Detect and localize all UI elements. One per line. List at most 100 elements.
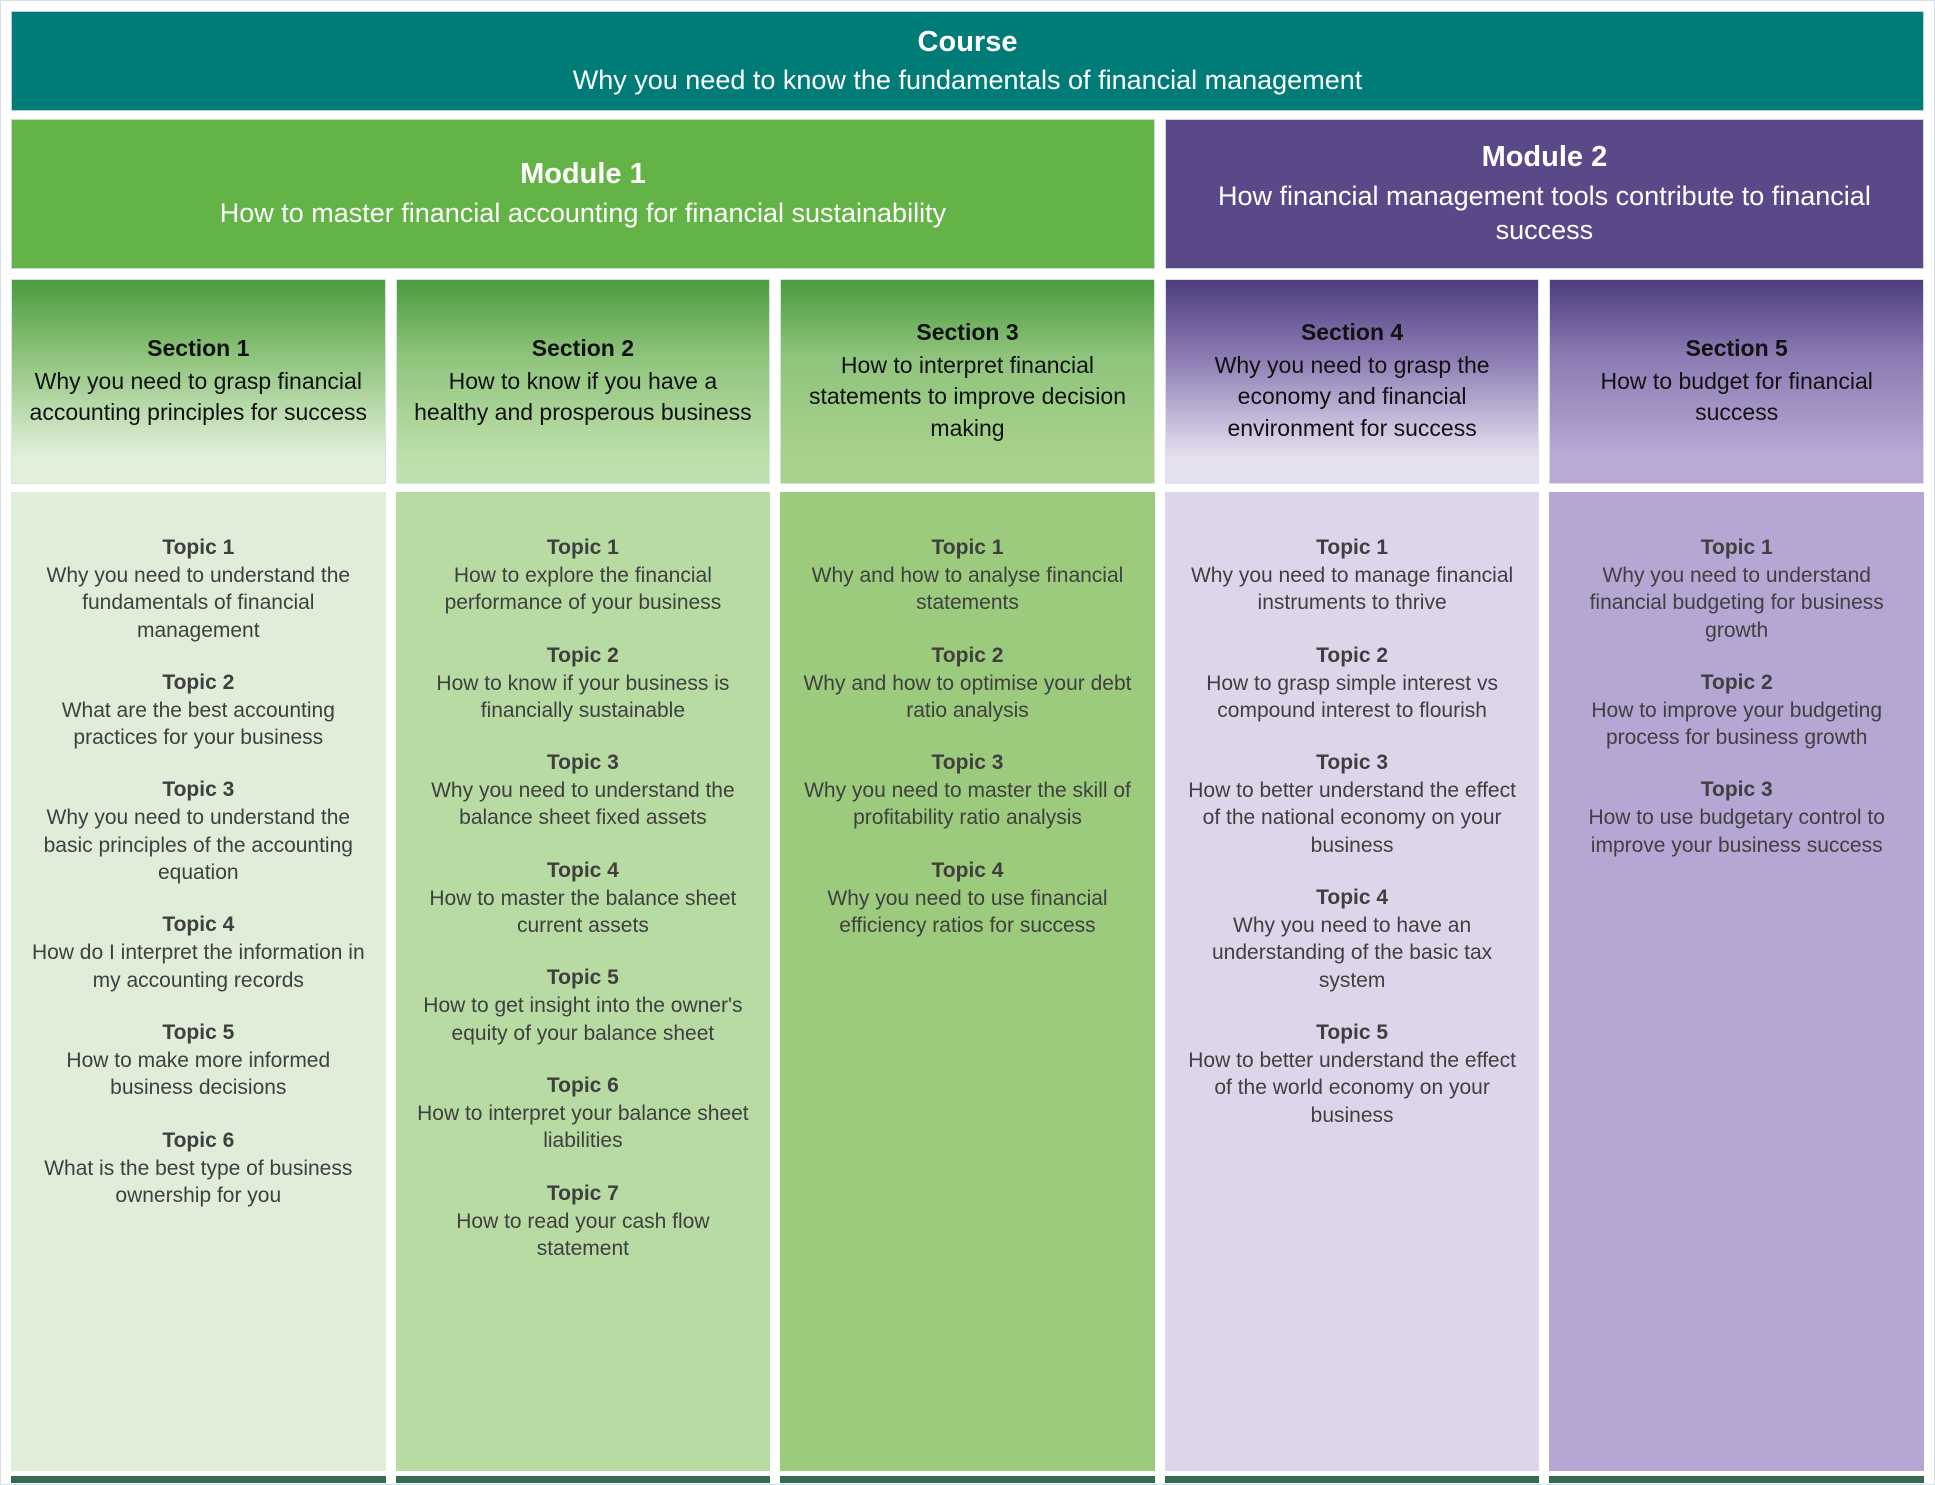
- topic-label: Topic 3: [931, 751, 1004, 775]
- section-4-header: Section 4 Why you need to grasp the econ…: [1164, 279, 1540, 484]
- topic-label: Topic 2: [546, 643, 619, 667]
- topic-label: Topic 1: [162, 536, 235, 559]
- topic-title: How to interpret your balance sheet liab…: [417, 1101, 749, 1153]
- section-2-header: Section 2 How to know if you have a heal…: [395, 279, 771, 484]
- course-label: Course: [917, 26, 1018, 58]
- topic-label: Topic 1: [931, 536, 1004, 559]
- topic-label: Topic 4: [546, 858, 619, 882]
- topic: Topic 4 How do I interpret the informati…: [29, 913, 368, 994]
- topic: Topic 3 Why you need to understand the b…: [414, 751, 753, 832]
- cutoff-box: [780, 1476, 1155, 1483]
- section-4-topics-column: Topic 1 Why you need to manage financial…: [1164, 492, 1540, 1471]
- cutoff-box: [11, 1476, 386, 1483]
- topic-label: Topic 5: [162, 1020, 235, 1044]
- module-2-label: Module 2: [1481, 140, 1608, 173]
- topic-label: Topic 3: [546, 751, 619, 775]
- topic: Topic 3 Why you need to understand the b…: [29, 778, 368, 886]
- topic: Topic 1 Why you need to understand the f…: [29, 536, 368, 644]
- section-2-title: How to know if you have a healthy and pr…: [414, 367, 752, 425]
- section-3-title: How to interpret financial statements to…: [808, 352, 1127, 441]
- topic-title: How do I interpret the information in my…: [31, 941, 365, 992]
- section-4-label: Section 4: [1300, 319, 1404, 346]
- topic-title: Why you need to master the skill of prof…: [804, 779, 1131, 830]
- topic: Topic 2 Why and how to optimise your deb…: [798, 644, 1137, 725]
- topic: Topic 7 How to read your cash flow state…: [414, 1182, 753, 1263]
- topic: Topic 2 How to grasp simple interest vs …: [1183, 644, 1522, 725]
- topic: Topic 4 How to master the balance sheet …: [414, 859, 753, 940]
- topic-title: How to grasp simple interest vs compound…: [1206, 671, 1498, 722]
- topic: Topic 1 Why you need to understand finan…: [1567, 536, 1906, 644]
- section-2-topics-column: Topic 1 How to explore the financial per…: [395, 492, 771, 1471]
- topic-label: Topic 1: [546, 536, 619, 559]
- section-2-label: Section 2: [531, 334, 635, 361]
- section-5-label: Section 5: [1685, 334, 1788, 361]
- topic: Topic 4 Why you need to have an understa…: [1183, 886, 1522, 994]
- section-1-label: Section 1: [147, 334, 250, 361]
- topic-title: Why you need to understand the fundament…: [46, 564, 351, 642]
- topic: Topic 6 How to interpret your balance sh…: [414, 1074, 753, 1155]
- topic-label: Topic 7: [546, 1181, 619, 1205]
- topic: Topic 1 Why and how to analyse financial…: [798, 536, 1137, 617]
- topic-title: What are the best accounting practices f…: [61, 698, 335, 750]
- topic-label: Topic 2: [162, 670, 235, 694]
- modules-row: Module 1 How to master financial account…: [11, 119, 1924, 269]
- topic-label: Topic 4: [162, 913, 235, 937]
- topic-title: Why you need to understand financial bud…: [1589, 564, 1884, 642]
- section-4-title: Why you need to grasp the economy and fi…: [1214, 352, 1490, 441]
- topic: Topic 2 What are the best accounting pra…: [29, 671, 368, 752]
- topic: Topic 5 How to make more informed busine…: [29, 1021, 368, 1102]
- topic-title: How to better understand the effect of t…: [1188, 779, 1516, 857]
- topic-title: How to improve your budgeting process fo…: [1591, 698, 1883, 750]
- section-1-topics-column: Topic 1 Why you need to understand the f…: [11, 492, 386, 1471]
- topic-title: Why you need to manage financial instrum…: [1190, 564, 1514, 615]
- topic: Topic 3 Why you need to master the skill…: [798, 751, 1137, 832]
- topic-label: Topic 6: [546, 1073, 619, 1097]
- topic-title: Why you need to have an understanding of…: [1211, 914, 1493, 992]
- topic-title: Why and how to analyse financial stateme…: [811, 564, 1124, 615]
- topic-title: How to make more informed business decis…: [66, 1048, 331, 1100]
- section-3-topics-column: Topic 1 Why and how to analyse financial…: [780, 492, 1155, 1471]
- sections-row: Section 1 Why you need to grasp financia…: [11, 279, 1924, 484]
- module-1-box: Module 1 How to master financial account…: [11, 119, 1155, 269]
- topic-title: Why and how to optimise your debt ratio …: [803, 671, 1132, 722]
- bottom-cutoff-strip: [11, 1476, 1924, 1483]
- module-1-label: Module 1: [520, 157, 646, 190]
- topic: Topic 4 Why you need to use financial ef…: [798, 859, 1137, 940]
- topic: Topic 5 How to get insight into the owne…: [414, 966, 753, 1047]
- topic-title: How to read your cash flow statement: [456, 1209, 710, 1260]
- topic-label: Topic 3: [162, 778, 235, 802]
- topic-title: How to master the balance sheet current …: [429, 886, 737, 938]
- module-2-title: How financial management tools contribut…: [1217, 180, 1871, 245]
- topic-title: What is the best type of business owners…: [44, 1156, 353, 1207]
- topic-label: Topic 5: [546, 966, 619, 990]
- cutoff-box: [1549, 1476, 1924, 1483]
- section-1-title: Why you need to grasp financial accounti…: [29, 367, 368, 425]
- module-2-box: Module 2 How financial management tools …: [1164, 119, 1924, 269]
- topic: Topic 1 Why you need to manage financial…: [1183, 536, 1522, 617]
- section-5-topics-column: Topic 1 Why you need to understand finan…: [1549, 492, 1924, 1471]
- cutoff-box: [1164, 1476, 1540, 1483]
- topic-title: Why you need to understand the basic pri…: [43, 806, 353, 885]
- topic-label: Topic 4: [1316, 886, 1389, 910]
- course-title: Why you need to know the fundamentals of…: [572, 65, 1363, 95]
- course-header: Course Why you need to know the fundamen…: [11, 11, 1924, 111]
- topic-title: How to know if your business is financia…: [436, 671, 730, 722]
- topic: Topic 3 How to better understand the eff…: [1183, 751, 1522, 859]
- topic-label: Topic 3: [1316, 751, 1389, 775]
- topic-label: Topic 5: [1316, 1020, 1389, 1044]
- topic-label: Topic 2: [1700, 670, 1773, 694]
- topic: Topic 5 How to better understand the eff…: [1183, 1021, 1522, 1129]
- topic: Topic 6 What is the best type of busines…: [29, 1129, 368, 1210]
- topic-title: How to use budgetary control to improve …: [1588, 806, 1885, 857]
- topic: Topic 1 How to explore the financial per…: [414, 536, 753, 617]
- section-5-header: Section 5 How to budget for financial su…: [1549, 279, 1924, 484]
- section-5-title: How to budget for financial success: [1600, 367, 1873, 425]
- topic-title: How to get insight into the owner's equi…: [423, 994, 743, 1045]
- topic-title: Why you need to use financial efficiency…: [827, 886, 1108, 938]
- topic: Topic 2 How to improve your budgeting pr…: [1567, 671, 1906, 752]
- section-3-header: Section 3 How to interpret financial sta…: [780, 279, 1155, 484]
- cutoff-box: [395, 1476, 771, 1483]
- topic-title: How to explore the financial performance…: [444, 564, 722, 615]
- topic-label: Topic 1: [1700, 536, 1773, 559]
